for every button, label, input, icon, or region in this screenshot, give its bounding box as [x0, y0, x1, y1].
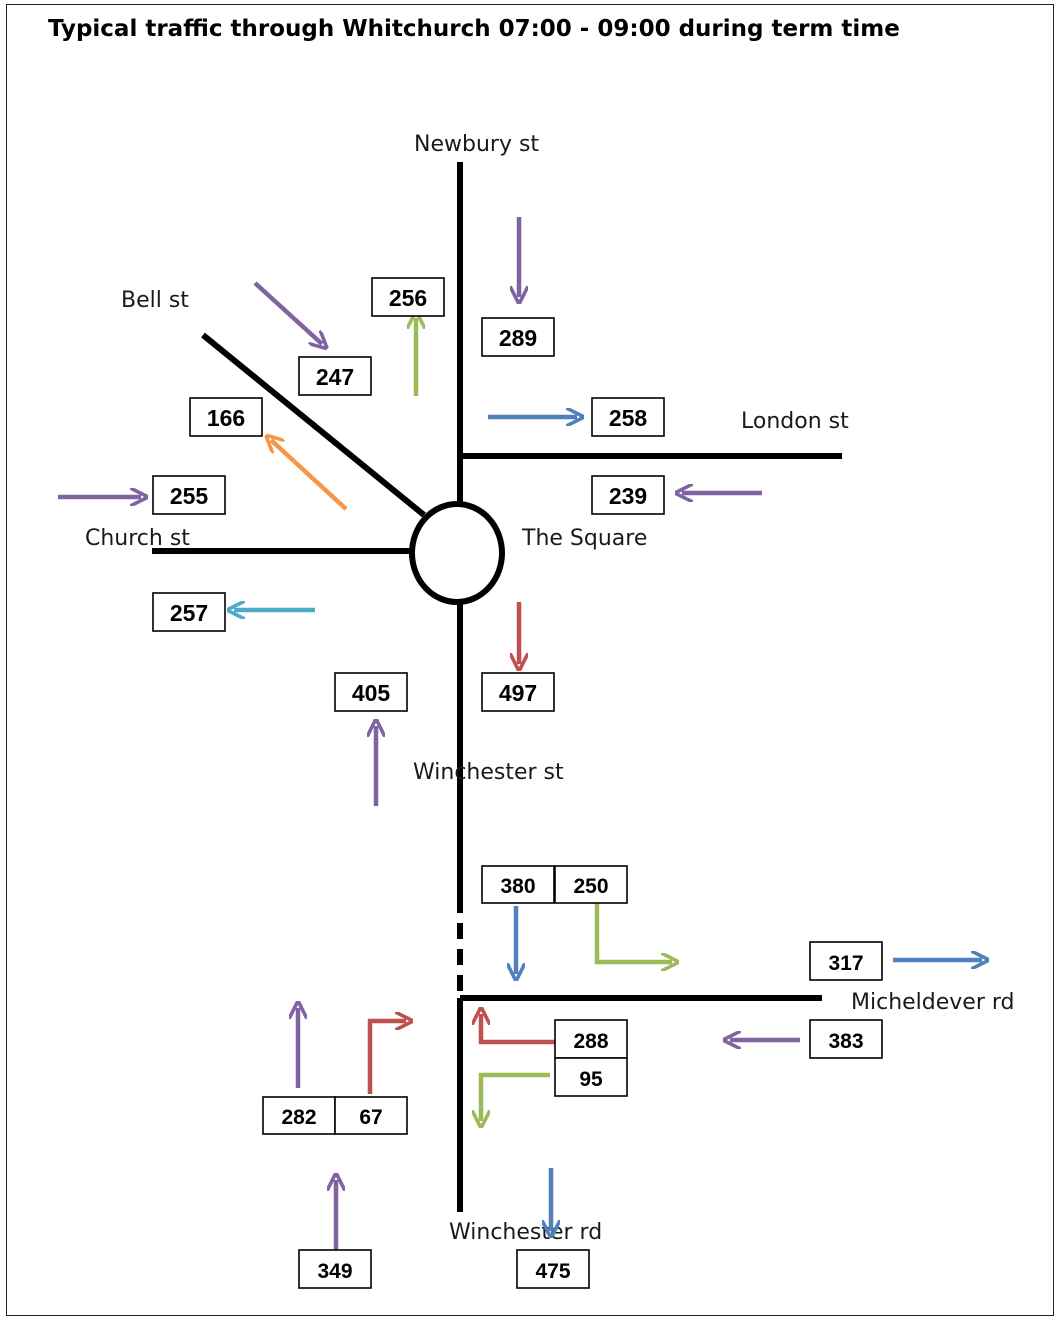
count-jn-north-straight: 282 [281, 1106, 316, 1129]
count-box-church-in: 255 [152, 475, 226, 515]
count-winchester-rd-out: 475 [535, 1260, 570, 1283]
count-box-jn-north-straight: 282 [262, 1096, 336, 1135]
count-box-jn-north-right: 67 [334, 1096, 408, 1135]
count-box-london-out: 258 [591, 397, 665, 437]
count-boxes: 289 256 247 166 258 239 255 257 [152, 277, 883, 1289]
count-box-square-north: 405 [334, 672, 408, 712]
count-square-north: 405 [352, 680, 391, 706]
count-jn-north-right: 67 [359, 1106, 382, 1129]
label-bell-st: Bell st [121, 288, 189, 313]
count-box-jn-south-straight: 380 [481, 865, 555, 904]
count-micheldever-out: 317 [828, 952, 863, 975]
label-newbury-st: Newbury st [414, 132, 539, 157]
count-winchester-rd-in: 349 [317, 1260, 352, 1283]
arrow-bell-in [253, 281, 322, 344]
count-box-bell-out: 166 [189, 397, 263, 437]
label-the-square: The Square [521, 526, 647, 551]
diagram-title: Typical traffic through Whitchurch 07:00… [48, 16, 900, 42]
count-box-bell-in: 247 [298, 356, 372, 396]
count-box-jn-mich-to-south: 95 [554, 1057, 628, 1097]
count-box-micheldever-out: 317 [809, 941, 883, 981]
label-winchester-rd: Winchester rd [449, 1220, 602, 1245]
roads [152, 162, 842, 1212]
count-london-in: 239 [609, 483, 647, 509]
label-church-st: Church st [85, 526, 190, 551]
count-square-south: 497 [499, 680, 537, 706]
road-bell-st [201, 332, 426, 518]
count-jn-mich-to-south: 95 [579, 1068, 603, 1091]
count-jn-mich-to-north: 288 [573, 1030, 608, 1053]
count-box-square-south: 497 [481, 672, 555, 712]
arrow-jn-south-left [594, 903, 672, 962]
count-box-micheldever-in: 383 [809, 1019, 883, 1059]
count-box-london-in: 239 [591, 475, 665, 515]
count-box-newbury-in: 289 [481, 317, 555, 357]
label-winchester-st: Winchester st [413, 760, 564, 785]
count-box-jn-mich-to-north: 288 [554, 1019, 628, 1059]
count-box-newbury-out: 256 [371, 277, 445, 317]
arrow-bell-out [271, 440, 348, 511]
count-church-out: 257 [170, 600, 208, 626]
count-bell-in: 247 [316, 364, 354, 390]
label-london-st: London st [741, 409, 849, 434]
count-church-in: 255 [170, 483, 209, 509]
count-box-winchester-rd-out: 475 [516, 1249, 590, 1289]
count-london-out: 258 [609, 405, 648, 431]
road-labels: Newbury st Bell st London st Church st T… [85, 132, 1015, 1245]
count-box-winchester-rd-in: 349 [298, 1249, 372, 1289]
count-newbury-in: 289 [499, 325, 537, 351]
count-box-church-out: 257 [152, 592, 226, 632]
count-micheldever-in: 383 [828, 1030, 863, 1053]
count-jn-south-straight: 380 [500, 875, 535, 898]
arrow-jn-mich-to-south [481, 1072, 550, 1121]
count-bell-out: 166 [207, 405, 245, 431]
label-micheldever-rd: Micheldever rd [851, 990, 1015, 1015]
the-square-roundabout [409, 501, 505, 605]
count-newbury-out: 256 [389, 285, 427, 311]
arrow-jn-north-right [367, 1021, 406, 1094]
flow-arrows [58, 217, 982, 1250]
count-box-jn-south-left: 250 [554, 865, 628, 904]
count-jn-south-left: 250 [573, 875, 608, 898]
diagram-frame [6, 4, 1054, 1316]
arrow-jn-mich-to-north [481, 1014, 557, 1045]
